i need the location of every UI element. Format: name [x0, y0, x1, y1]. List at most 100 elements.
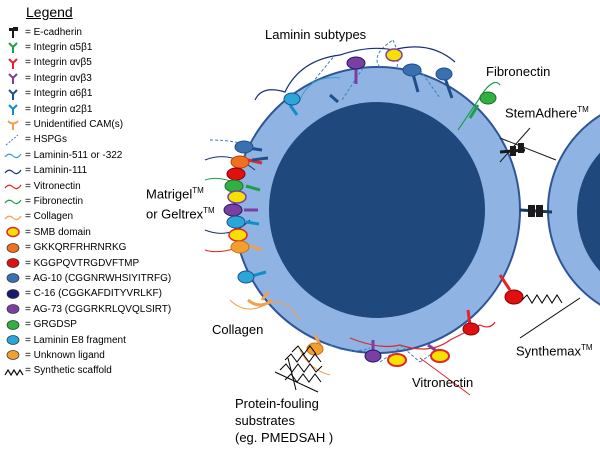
- legend-item-label: = KGGPQVTRGDVFTMP: [25, 257, 140, 269]
- legend-item: = Collagen: [2, 211, 73, 223]
- legend-item-label: = Unidentified CAM(s): [25, 118, 124, 130]
- legend-item-label: = Collagen: [25, 211, 74, 223]
- legend-item-label: = Integrin α2β1: [25, 103, 93, 115]
- legend-item-label: = Laminin-111: [25, 165, 88, 177]
- legend-item: = Laminin E8 fragment: [2, 334, 126, 346]
- legend-item: = Integrin α5β1: [2, 41, 93, 54]
- vitronectin-label: Vitronectin: [412, 375, 474, 390]
- stemadhere-tm: TM: [577, 105, 589, 114]
- smb-domain-icon: [6, 226, 20, 238]
- stemadhere-label: StemAdhereTM: [505, 102, 589, 120]
- legend-item-label: = Integrin α6β1: [25, 88, 93, 100]
- legend-item-label: = Unknown ligand: [25, 349, 105, 361]
- stem-cell-nucleus: [269, 102, 485, 318]
- protein-fouling-line3: (eg. PMEDSAH ): [235, 430, 334, 445]
- legend-item: = Vitronectin: [2, 180, 81, 192]
- synthemax-text: Synthemax: [516, 343, 582, 359]
- neighbor-cell-nucleus: [577, 152, 600, 272]
- integrin-a2b1-icon: [8, 104, 18, 115]
- stemadhere-text: StemAdhere: [505, 105, 578, 121]
- synthemax-label: SynthemaxTM: [516, 340, 593, 358]
- legend-item-label: = Laminin E8 fragment: [25, 334, 126, 346]
- legend-item-label: = Vitronectin: [25, 180, 81, 192]
- integrin-a6b1-icon: [8, 88, 18, 100]
- ag73-peptide-top: [346, 56, 366, 70]
- legend-item: = Integrin αvβ5: [2, 57, 92, 69]
- legend-title: Legend: [26, 4, 73, 20]
- legend-item: = AG-10 (CGGNRWHSIYITRFG): [2, 272, 171, 284]
- ag73-peptide-icon: [6, 304, 20, 315]
- protein-fouling-line1: Protein-fouling: [235, 396, 319, 411]
- vitronectin-group: [329, 309, 496, 396]
- matrigel-cluster: [204, 139, 263, 254]
- legend-item-label: = C-16 (CGGKAFDITYVRLKF): [25, 288, 162, 300]
- legend-item-label: = GKKQRFRHRNRKG: [25, 242, 127, 254]
- laminin-subtypes-label: Laminin subtypes: [265, 27, 367, 42]
- e-cadherin-icon: [9, 27, 18, 38]
- legend-item: = Integrin αvβ3: [2, 72, 92, 85]
- legend-item: = Fibronectin: [2, 195, 83, 207]
- grgdsp-peptide-icon: [6, 319, 20, 330]
- legend-item-label: = Synthetic scaffold: [25, 365, 112, 377]
- matrigel-label: MatrigelTM or GeltrexTM: [146, 182, 215, 223]
- stemadhere-group: [499, 127, 557, 217]
- collagen-group: [229, 291, 301, 321]
- legend-item: = Laminin-511 or -322: [2, 149, 122, 161]
- legend-item-label: = AG-10 (CGGNRWHSIYITRFG): [25, 272, 172, 284]
- synthemax-tm: TM: [581, 343, 593, 352]
- legend-item: = C-16 (CGGKAFDITYVRLKF): [2, 288, 162, 300]
- matrigel-tm: TM: [192, 186, 204, 195]
- c16-peptide-icon: [6, 288, 20, 299]
- integrin-avb3-icon: [8, 73, 18, 85]
- legend-item-label: = HSPGs: [25, 134, 67, 146]
- legend-item: = GRGDSP: [2, 319, 77, 331]
- legend-item-label: = SMB domain: [25, 226, 91, 238]
- legend-item-label: = GRGDSP: [25, 319, 77, 331]
- legend-item-label: = Fibronectin: [25, 195, 84, 207]
- legend-item-label: = Integrin αvβ5: [25, 57, 92, 69]
- legend-item: = GKKQRFRHRNRKG: [2, 242, 126, 254]
- legend-item-label: = Laminin-511 or -322: [25, 149, 123, 161]
- synthetic-scaffold-icon: [4, 368, 24, 376]
- laminin-e8-icon: [6, 335, 20, 345]
- legend: Legend = E-cadherin = Integrin α5β1 = Inte…: [0, 0, 205, 382]
- integrin-a5b1-icon: [8, 42, 18, 54]
- left-surface-receptors: [237, 156, 269, 284]
- gkkq-peptide-icon: [6, 242, 20, 253]
- legend-item: = Integrin α6β1: [2, 88, 92, 100]
- matrigel-text: Matrigel: [146, 186, 193, 202]
- fibronectin-line-icon: [4, 200, 22, 205]
- legend-item: = HSPGs: [2, 134, 67, 146]
- legend-item-label: = E-cadherin: [25, 26, 82, 38]
- legend-item: = AG-73 (CGGRKRLQVQLSIRT): [2, 303, 171, 315]
- unidentified-cam-icon: [7, 120, 19, 131]
- unknown-ligand-icon: [6, 350, 20, 361]
- fibronectin-group: [435, 67, 501, 131]
- legend-item: = Unknown ligand: [2, 349, 105, 361]
- legend-item: = Unidentified CAM(s): [2, 118, 124, 131]
- laminin-subtypes-group: [254, 39, 456, 116]
- laminin-111-icon: [4, 169, 22, 174]
- neighbor-cell: [547, 114, 600, 306]
- legend-item: = E-cadherin: [2, 26, 82, 38]
- protein-fouling-line2: substrates: [235, 413, 295, 428]
- legend-item-label: = AG-73 (CGGRKRLQVQLSIRT): [25, 303, 172, 315]
- legend-item: = KGGPQVTRGDVFTMP: [2, 257, 139, 269]
- geltrex-tm: TM: [203, 206, 215, 216]
- legend-item-label: = Integrin α5β1: [25, 41, 93, 53]
- protein-fouling-label: Protein-fouling substrates (eg. PMEDSAH …: [235, 395, 333, 446]
- laminin-511-icon: [4, 153, 22, 159]
- collagen-line-icon: [4, 215, 22, 220]
- legend-item: = Integrin α2β1: [2, 103, 92, 115]
- geltrex-text: or Geltrex: [146, 206, 204, 222]
- collagen-label: Collagen: [212, 322, 264, 337]
- legend-item: = Synthetic scaffold: [2, 365, 112, 377]
- hspg-icon: [5, 134, 19, 146]
- synthemax-group: [498, 274, 581, 339]
- kggp-peptide-icon: [6, 258, 20, 268]
- legend-item: = Laminin-111: [2, 165, 87, 177]
- legend-item-label: = Integrin αvβ3: [25, 72, 92, 84]
- ag10-peptide-icon: [6, 273, 20, 284]
- integrin-avb5-icon: [8, 58, 18, 69]
